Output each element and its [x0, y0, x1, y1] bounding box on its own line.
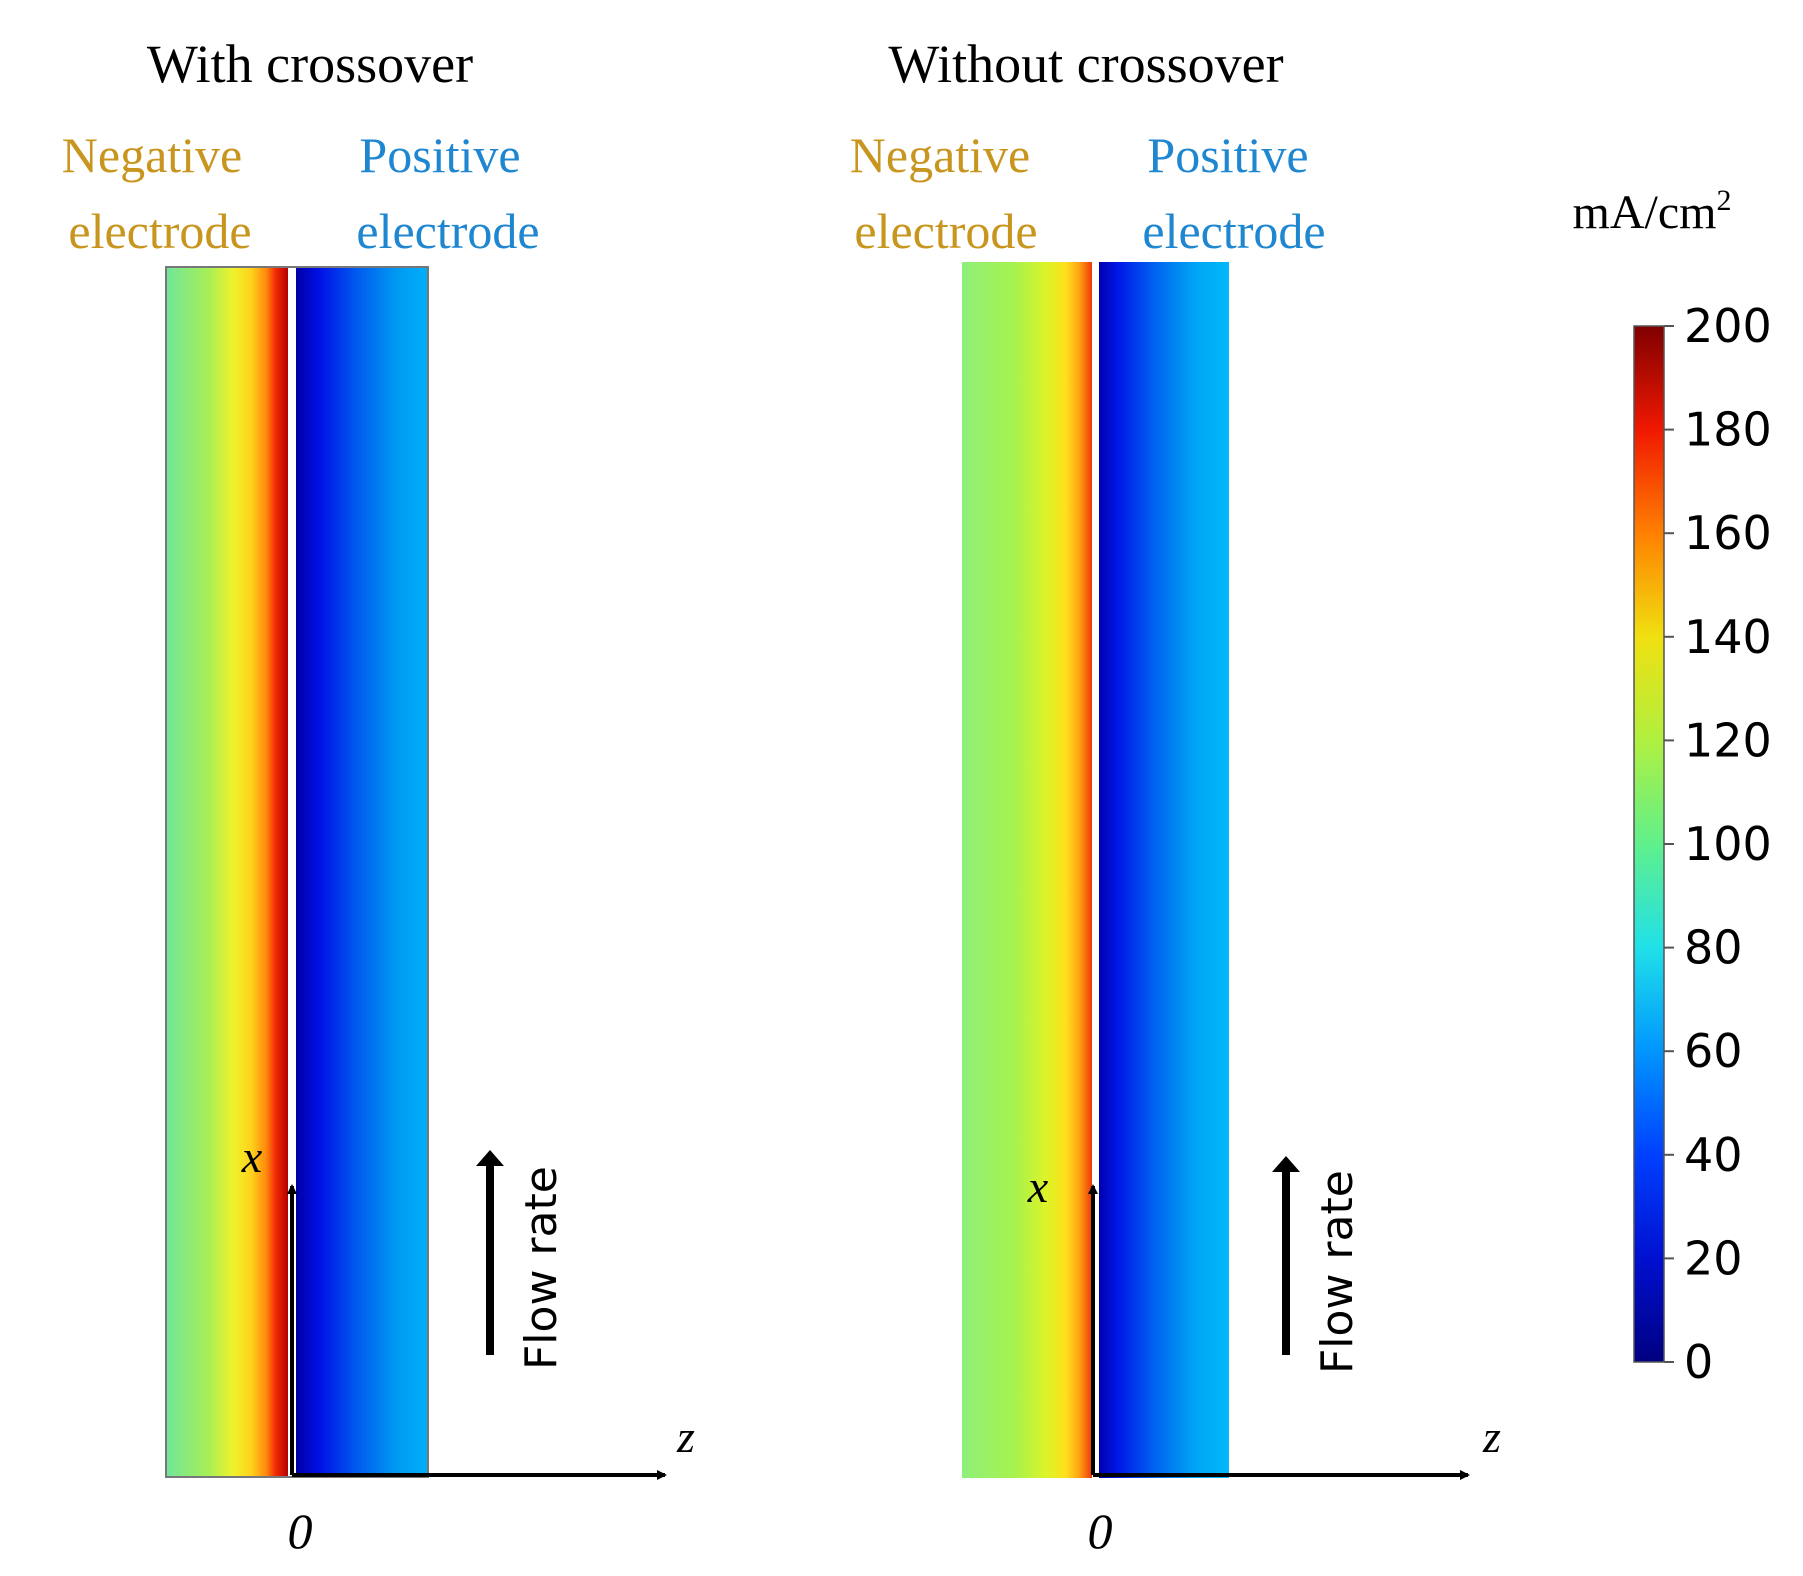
flow-rate-arrowhead — [476, 1150, 504, 1166]
negative-electrode-label-line2: electrode — [854, 203, 1037, 259]
flow-rate-arrowhead — [1272, 1156, 1300, 1172]
colorbar-unit: mA/cm2 — [1573, 184, 1732, 239]
negative-electrode-label-line2: electrode — [68, 203, 251, 259]
flow-rate-label: Flow rate — [1312, 1170, 1363, 1374]
positive-electrode-field — [1099, 262, 1229, 1478]
x-axis-label: x — [1027, 1161, 1049, 1212]
colorbar-tick-label: 160 — [1684, 506, 1772, 560]
membrane-gap — [288, 267, 296, 1477]
negative-electrode-label-line1: Negative — [62, 127, 242, 183]
z-axis-label: z — [1482, 1411, 1501, 1462]
flow-rate-label: Flow rate — [516, 1166, 567, 1370]
colorbar-tick-label: 120 — [1684, 713, 1772, 767]
colorbar-tick-label: 100 — [1684, 817, 1772, 871]
colorbar-tick-label: 0 — [1684, 1335, 1713, 1389]
z-axis-label: z — [676, 1411, 695, 1462]
positive-electrode-label-line2: electrode — [1142, 203, 1325, 259]
origin-label: 0 — [288, 1503, 313, 1559]
panel-without-crossover: Without crossover Negative electrode Pos… — [850, 34, 1501, 1559]
colorbar-tick-label: 20 — [1684, 1231, 1743, 1285]
colorbar-tick-label: 140 — [1684, 610, 1772, 664]
negative-electrode-field — [962, 262, 1092, 1478]
positive-electrode-label-line1: Positive — [1147, 127, 1308, 183]
positive-electrode-label-line1: Positive — [359, 127, 520, 183]
colorbar-tick-label: 60 — [1684, 1024, 1743, 1078]
colorbar-gradient — [1633, 325, 1665, 1363]
colorbar-tick-label: 180 — [1684, 403, 1772, 457]
positive-electrode-label-line2: electrode — [356, 203, 539, 259]
panel-title: Without crossover — [888, 34, 1283, 94]
x-axis-label: x — [241, 1131, 263, 1182]
origin-label: 0 — [1088, 1503, 1113, 1559]
colorbar-tick-label: 200 — [1684, 299, 1772, 353]
panel-title: With crossover — [147, 34, 473, 94]
colorbar-tick-label: 40 — [1684, 1128, 1743, 1182]
positive-electrode-field — [296, 267, 428, 1477]
membrane-gap — [1092, 262, 1099, 1478]
negative-electrode-label-line1: Negative — [850, 127, 1030, 183]
colorbar-tick-label: 80 — [1684, 921, 1743, 975]
panel-with-crossover: With crossover Negative electrode Positi… — [62, 34, 695, 1559]
negative-electrode-field — [166, 267, 288, 1477]
